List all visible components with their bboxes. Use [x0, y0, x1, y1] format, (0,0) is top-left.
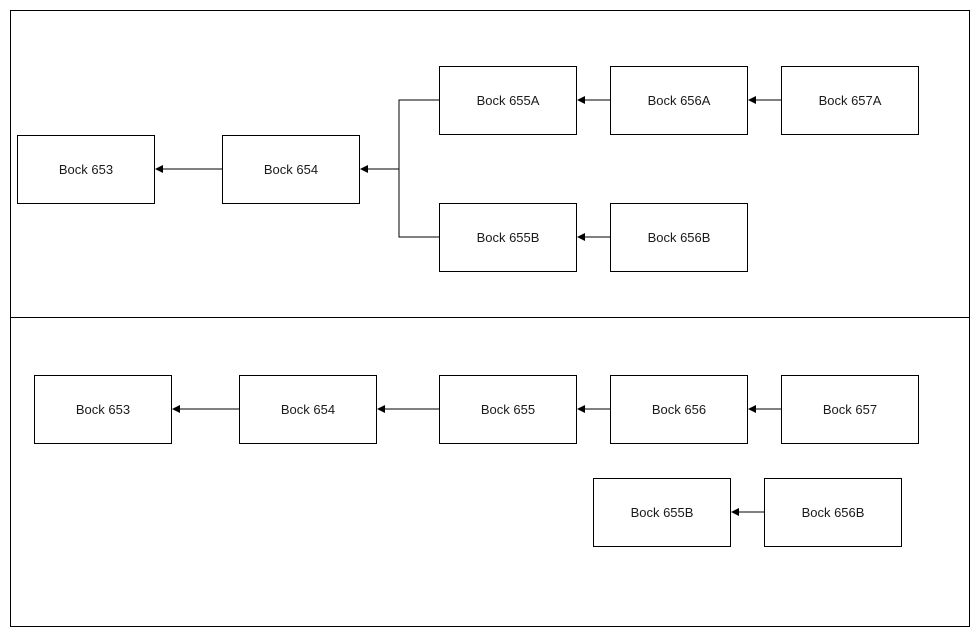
bottom-block-656b: Bock 656B — [764, 478, 902, 547]
bottom-block-656: Bock 656 — [610, 375, 748, 444]
top-block-653: Bock 653 — [17, 135, 155, 204]
top-block-657a: Bock 657A — [781, 66, 919, 135]
top-block-655b: Bock 655B — [439, 203, 577, 272]
bottom-block-657: Bock 657 — [781, 375, 919, 444]
bottom-block-655: Bock 655 — [439, 375, 577, 444]
bottom-block-653: Bock 653 — [34, 375, 172, 444]
top-block-656a: Bock 656A — [610, 66, 748, 135]
top-block-655a: Bock 655A — [439, 66, 577, 135]
bottom-diagram-panel — [10, 317, 970, 627]
top-block-654: Bock 654 — [222, 135, 360, 204]
bottom-block-655b: Bock 655B — [593, 478, 731, 547]
top-block-656b: Bock 656B — [610, 203, 748, 272]
bottom-block-654: Bock 654 — [239, 375, 377, 444]
